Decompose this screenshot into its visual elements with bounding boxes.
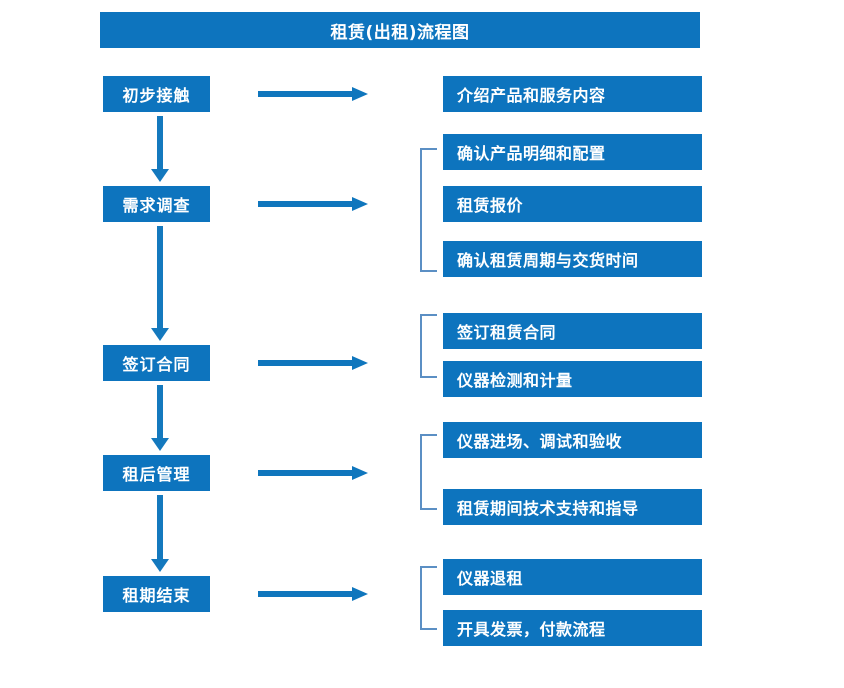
page-title: 租赁(出租)流程图 [100, 12, 700, 48]
detail-box-5[interactable]: 签订租赁合同 [443, 313, 702, 349]
detail-box-8[interactable]: 租赁期间技术支持和指导 [443, 489, 702, 525]
vertical-arrow-4-5 [150, 495, 170, 572]
stage-box-4[interactable]: 租后管理 [103, 455, 210, 491]
group-bracket-requirements [420, 148, 437, 272]
horizontal-arrow-2 [258, 195, 368, 213]
group-bracket-management [420, 434, 437, 510]
detail-box-6[interactable]: 仪器检测和计量 [443, 361, 702, 397]
detail-box-1[interactable]: 介绍产品和服务内容 [443, 76, 702, 112]
detail-box-7[interactable]: 仪器进场、调试和验收 [443, 422, 702, 458]
stage-box-2[interactable]: 需求调查 [103, 186, 210, 222]
stage-box-5[interactable]: 租期结束 [103, 576, 210, 612]
detail-box-9[interactable]: 仪器退租 [443, 559, 702, 595]
detail-box-10[interactable]: 开具发票，付款流程 [443, 610, 702, 646]
vertical-arrow-1-2 [150, 116, 170, 182]
detail-box-4[interactable]: 确认租赁周期与交货时间 [443, 241, 702, 277]
horizontal-arrow-3 [258, 354, 368, 372]
stage-box-1[interactable]: 初步接触 [103, 76, 210, 112]
horizontal-arrow-5 [258, 585, 368, 603]
vertical-arrow-3-4 [150, 385, 170, 451]
stage-box-3[interactable]: 签订合同 [103, 345, 210, 381]
group-bracket-termination [420, 566, 437, 630]
horizontal-arrow-1 [258, 85, 368, 103]
vertical-arrow-2-3 [150, 226, 170, 341]
horizontal-arrow-4 [258, 464, 368, 482]
detail-box-2[interactable]: 确认产品明细和配置 [443, 134, 702, 170]
group-bracket-contract [420, 314, 437, 378]
detail-box-3[interactable]: 租赁报价 [443, 186, 702, 222]
